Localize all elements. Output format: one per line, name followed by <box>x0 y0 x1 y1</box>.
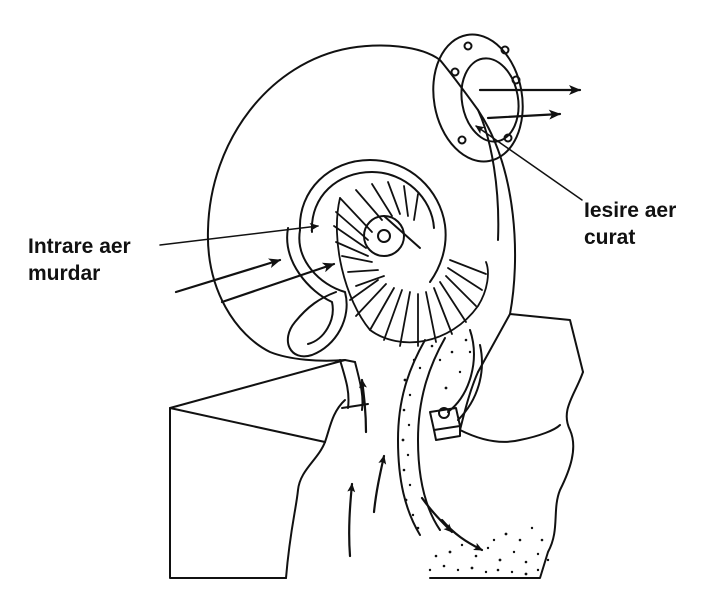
inlet-arrow-upper <box>220 262 336 304</box>
impeller-blades <box>333 181 489 347</box>
inlet-label-line1: Intrare aer <box>28 235 131 258</box>
dust-flow-arrow-2 <box>440 518 484 552</box>
scroll-housing <box>206 44 517 362</box>
outlet-leader-line <box>475 125 583 201</box>
block-airflow-arrow-1 <box>347 482 356 558</box>
outlet-arrow-lower <box>486 109 562 120</box>
dust-particles <box>401 338 550 576</box>
outlet-label-line2: curat <box>584 226 636 249</box>
block-airflow-arrow-3 <box>359 378 368 434</box>
outlet-flange <box>432 33 524 163</box>
inlet-duct <box>286 227 348 358</box>
inlet-ring <box>298 159 447 283</box>
mounting-bracket <box>429 407 461 441</box>
outlet-label: Iesire aer curat <box>584 197 676 251</box>
inlet-leader-line <box>159 222 319 246</box>
dust-flow-arrow-1 <box>420 496 454 534</box>
block-airflow-arrow-2 <box>372 454 387 514</box>
inlet-label: Intrare aer murdar <box>28 233 131 287</box>
base-block <box>169 313 584 579</box>
outlet-label-line1: Iesire aer <box>584 199 677 222</box>
inlet-arrow-lower <box>174 258 282 294</box>
inlet-label-line2: murdar <box>28 262 101 285</box>
impeller-hub <box>363 215 421 257</box>
